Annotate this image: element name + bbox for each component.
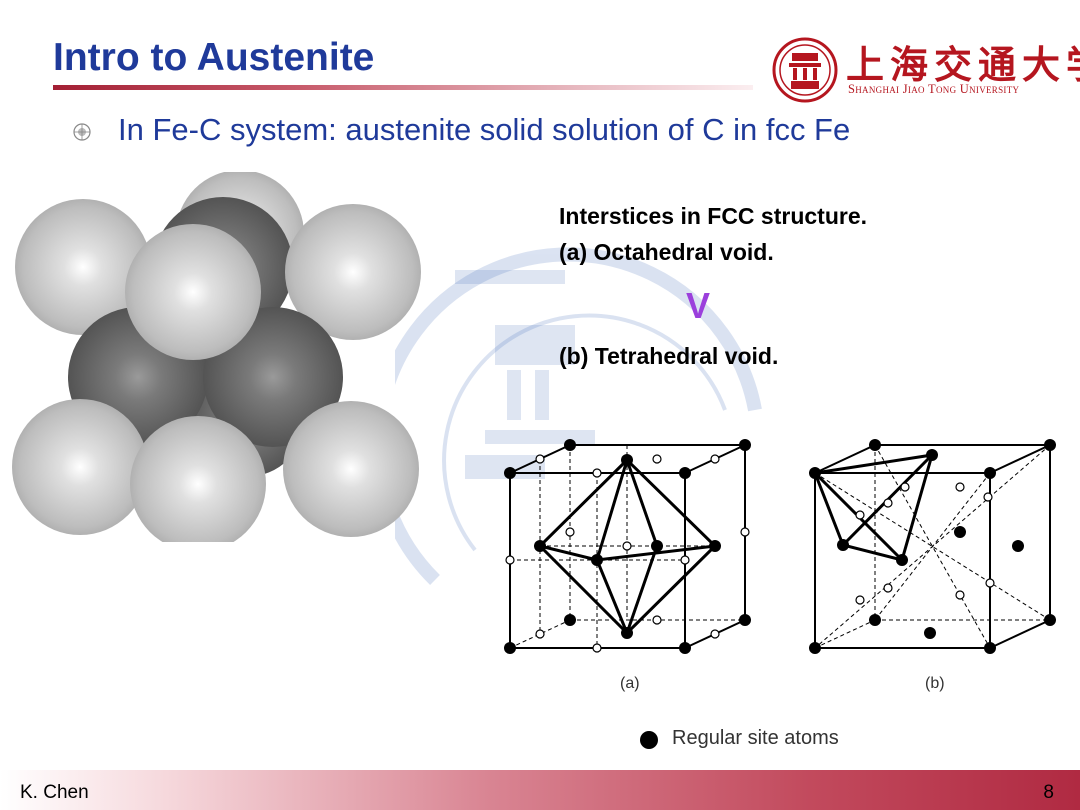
- legend-dot-icon: [640, 731, 658, 749]
- diagram-legend: Regular site atoms: [640, 725, 940, 751]
- caption-tetrahedral: (b) Tetrahedral void.: [559, 343, 779, 369]
- bullet-text: In Fe-C system: austenite solid solution…: [118, 112, 851, 147]
- footer-bar: K. Chen 8: [0, 770, 1080, 810]
- bullet-icon: [73, 123, 91, 141]
- caption-octahedral: (a) Octahedral void.: [559, 239, 774, 265]
- university-name-english: Shanghai Jiao Tong University: [848, 82, 1020, 96]
- diagram-label-a: (a): [620, 675, 640, 692]
- vs-mark: V: [686, 285, 711, 326]
- caption-interstices: Interstices in FCC structure.: [559, 203, 868, 229]
- page-number: 8: [1043, 782, 1054, 803]
- bullet-item: In Fe-C system: austenite solid solution…: [72, 110, 1072, 154]
- university-watermark-icon: [395, 247, 762, 585]
- university-seal-icon: [772, 37, 838, 103]
- fcc-interstice-diagram: [504, 439, 1056, 654]
- university-logo: 上海交通大学 Shanghai Jiao Tong University: [772, 30, 1080, 110]
- tetrahedral-void-diagram: [809, 439, 1056, 654]
- octahedral-void-diagram: [504, 439, 751, 654]
- footer-author: K. Chen: [20, 782, 89, 803]
- slide-title: Intro to Austenite: [53, 36, 375, 79]
- university-name-chinese: 上海交通大学: [846, 42, 1080, 87]
- fcc-sphere-packing-image: [12, 172, 421, 542]
- diagram-label-b: (b): [925, 675, 945, 692]
- title-divider: [53, 85, 753, 90]
- legend-text: Regular site atoms: [672, 727, 839, 749]
